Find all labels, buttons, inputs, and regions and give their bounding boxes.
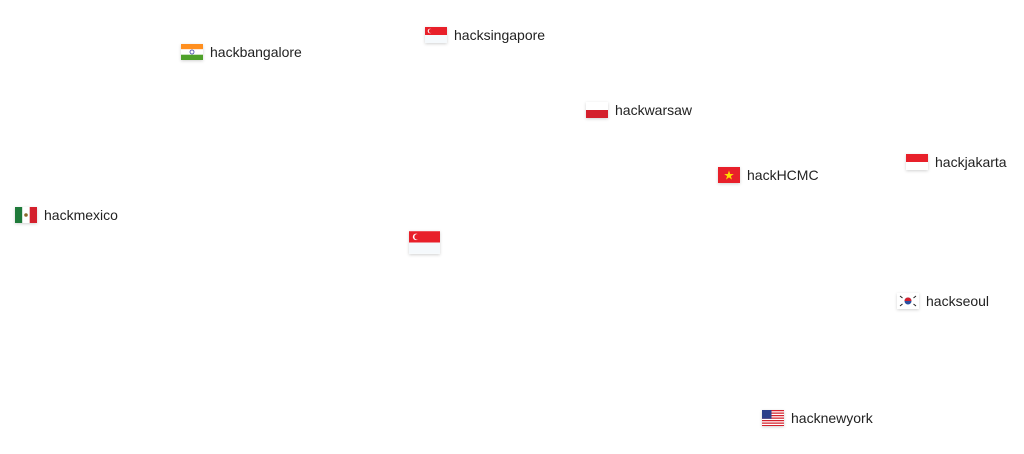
location-hackwarsaw[interactable]: hackwarsaw [586, 102, 692, 118]
location-label: hackjakarta [935, 154, 1007, 170]
location-hackhcmc[interactable]: hackHCMC [718, 167, 819, 183]
location-label: hackwarsaw [615, 102, 693, 118]
vietnam-flag-icon [718, 167, 740, 183]
singapore-flag-icon [425, 27, 447, 43]
location-label: hackHCMC [747, 167, 819, 183]
location-hackseoul[interactable]: hackseoul [897, 293, 989, 309]
location-label: hackmexico [44, 207, 118, 223]
location-hackjakarta[interactable]: hackjakarta [906, 154, 1007, 170]
korea-flag-icon [897, 293, 919, 309]
location-hacksingapore[interactable]: hacksingapore [425, 27, 545, 43]
location-hacknewyork[interactable]: hacknewyork [762, 410, 873, 426]
location-label: hacknewyork [791, 410, 873, 426]
poland-flag-icon [586, 102, 608, 118]
location-label: hacksingapore [454, 27, 546, 43]
usa-flag-icon [762, 410, 784, 426]
singapore-flag-icon [409, 231, 440, 254]
location-label: hackbangalore [210, 44, 302, 60]
india-flag-icon [181, 44, 203, 60]
location-hackbangalore[interactable]: hackbangalore [181, 44, 302, 60]
indonesia-flag-icon [906, 154, 928, 170]
location-hackmexico[interactable]: hackmexico [15, 207, 118, 223]
location-label: hackseoul [926, 293, 990, 309]
mexico-flag-icon [15, 207, 37, 223]
